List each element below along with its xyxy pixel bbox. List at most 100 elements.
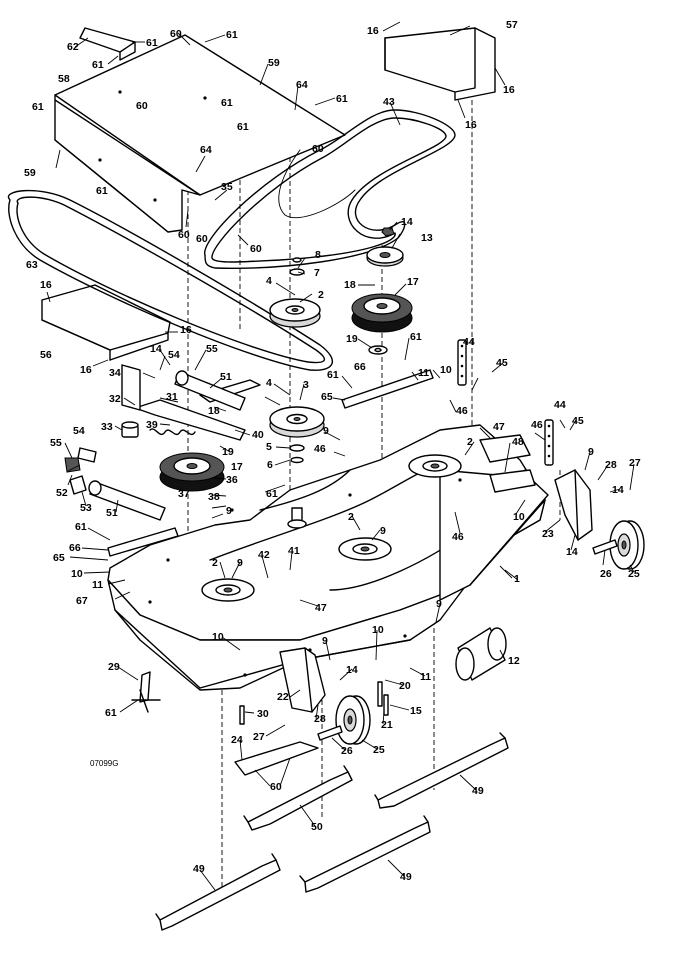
callout-61: 61 xyxy=(410,331,422,343)
callout-8: 8 xyxy=(315,249,321,261)
callout-38: 38 xyxy=(208,491,220,503)
right-belt-cover-57 xyxy=(384,27,496,101)
callout-24: 24 xyxy=(231,734,243,746)
callout-51: 51 xyxy=(106,507,118,519)
callout-60: 60 xyxy=(250,243,262,255)
callout-17: 17 xyxy=(231,461,243,473)
callout-61: 61 xyxy=(327,369,339,381)
blade-49-lower-right xyxy=(299,815,431,893)
callout-43: 43 xyxy=(383,96,395,108)
bolts-lower xyxy=(239,681,389,725)
callout-11: 11 xyxy=(92,579,103,591)
callout-55: 55 xyxy=(206,343,218,355)
callout-1: 1 xyxy=(514,573,520,585)
callout-10: 10 xyxy=(71,568,83,580)
callout-52: 52 xyxy=(56,487,68,499)
roller-12 xyxy=(455,627,507,681)
callout-47: 47 xyxy=(493,421,505,433)
callout-14: 14 xyxy=(150,343,162,355)
callout-42: 42 xyxy=(258,549,270,561)
blade-50 xyxy=(243,765,353,831)
callout-62: 62 xyxy=(67,41,79,53)
left-small-cover-56 xyxy=(41,284,171,361)
spindle-2-left xyxy=(201,578,255,602)
rod-66-lower xyxy=(107,527,179,557)
callout-30: 30 xyxy=(257,708,269,720)
callout-5: 5 xyxy=(266,441,272,453)
callout-65: 65 xyxy=(321,391,333,403)
callout-45: 45 xyxy=(496,357,508,369)
spacer-5-6 xyxy=(289,444,305,464)
callout-66: 66 xyxy=(69,542,81,554)
callout-67: 67 xyxy=(76,595,88,607)
callout-50: 50 xyxy=(311,821,323,833)
callout-66: 66 xyxy=(354,361,366,373)
rod-66-upper xyxy=(341,369,434,409)
axle-26-front xyxy=(317,725,343,741)
bracket-47 xyxy=(479,434,531,463)
callout-16: 16 xyxy=(80,364,92,376)
chain-link-44-lower xyxy=(544,419,554,466)
callout-58: 58 xyxy=(58,73,70,85)
callout-17: 17 xyxy=(407,276,419,288)
callout-61: 61 xyxy=(146,37,158,49)
callout-20: 20 xyxy=(399,680,411,692)
spindle-2-center xyxy=(338,537,392,561)
callout-21: 21 xyxy=(381,719,393,731)
callout-31: 31 xyxy=(166,391,178,403)
callout-4: 4 xyxy=(266,377,272,389)
callout-9: 9 xyxy=(588,446,594,458)
callout-19: 19 xyxy=(222,446,234,458)
callout-18: 18 xyxy=(344,279,356,291)
callout-34: 34 xyxy=(109,367,121,379)
callout-16: 16 xyxy=(503,84,515,96)
callout-32: 32 xyxy=(109,393,121,405)
callout-61: 61 xyxy=(105,707,117,719)
callout-40: 40 xyxy=(252,429,264,441)
pulley-3 xyxy=(269,406,325,438)
callout-51: 51 xyxy=(220,371,232,383)
callout-16: 16 xyxy=(367,25,379,37)
callout-55: 55 xyxy=(50,437,62,449)
callout-53: 53 xyxy=(80,502,92,514)
callout-4: 4 xyxy=(266,275,272,287)
callout-47: 47 xyxy=(315,602,327,614)
callout-6: 6 xyxy=(267,459,273,471)
callout-46: 46 xyxy=(314,443,326,455)
callout-61: 61 xyxy=(221,97,233,109)
callout-61: 61 xyxy=(96,185,108,197)
callout-29: 29 xyxy=(108,661,120,673)
callout-56: 56 xyxy=(40,349,52,361)
callout-27: 27 xyxy=(253,731,265,743)
callout-2: 2 xyxy=(348,511,354,523)
callout-61: 61 xyxy=(237,121,249,133)
pulley-2-upper xyxy=(269,298,321,328)
callout-26: 26 xyxy=(341,745,353,757)
callout-61: 61 xyxy=(32,101,44,113)
callout-61: 61 xyxy=(266,488,278,500)
callout-2: 2 xyxy=(318,289,324,301)
shaft-51-upper xyxy=(174,370,246,411)
spindle-2-right xyxy=(408,454,462,478)
callout-19: 19 xyxy=(346,333,358,345)
nut-14-top xyxy=(381,227,395,237)
callout-12: 12 xyxy=(508,655,520,667)
callout-41: 41 xyxy=(288,545,300,557)
callout-9: 9 xyxy=(322,635,328,647)
callout-9: 9 xyxy=(323,425,329,437)
callout-46: 46 xyxy=(531,419,543,431)
callout-14: 14 xyxy=(612,484,624,496)
blade-49-lower-left xyxy=(155,853,281,931)
callout-28: 28 xyxy=(605,459,617,471)
callout-9: 9 xyxy=(226,505,232,517)
callout-60: 60 xyxy=(312,143,324,155)
callout-27: 27 xyxy=(629,457,641,469)
callout-48: 48 xyxy=(512,436,524,448)
callout-61: 61 xyxy=(75,521,87,533)
callout-23: 23 xyxy=(542,528,554,540)
callout-leaders xyxy=(46,21,635,891)
callout-9: 9 xyxy=(380,525,386,537)
callout-14: 14 xyxy=(346,664,358,676)
callout-54: 54 xyxy=(168,349,180,361)
washer-19 xyxy=(368,345,388,355)
